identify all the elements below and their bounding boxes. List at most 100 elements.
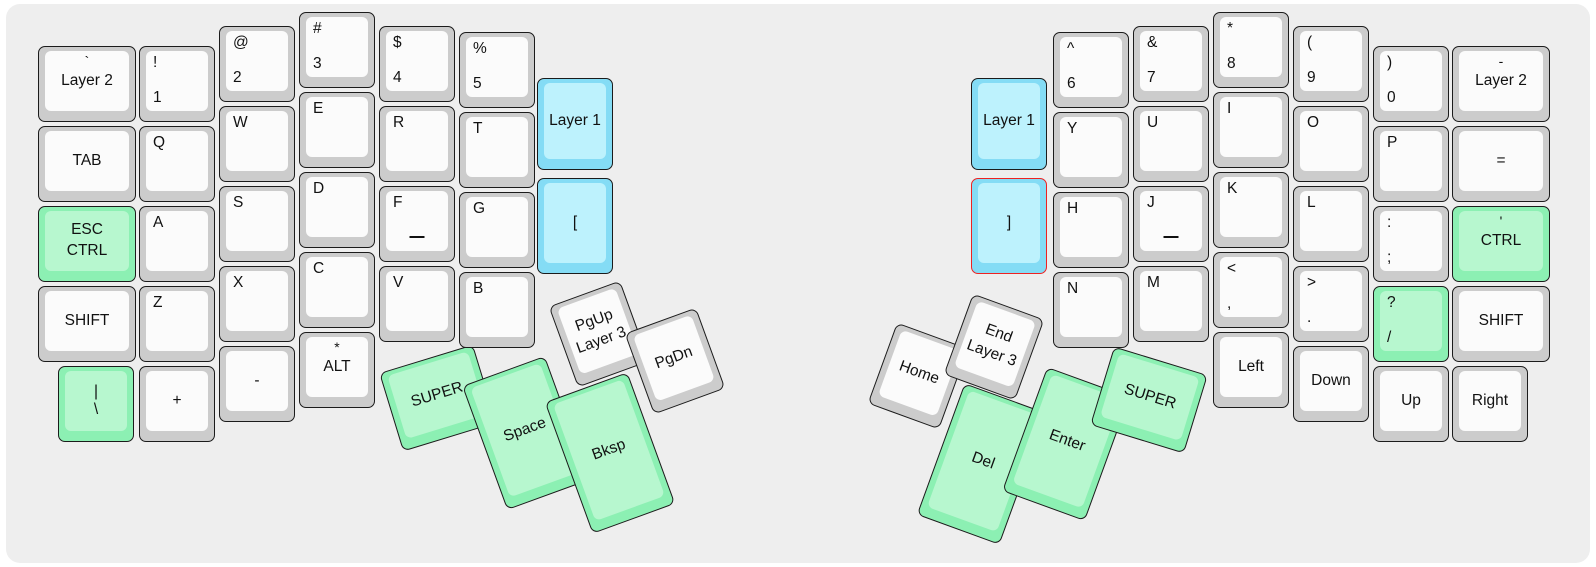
keycap-surface: !1 (146, 51, 208, 111)
key-l-2[interactable]: @2 (219, 26, 295, 102)
key-r-6[interactable]: ^6 (1053, 32, 1129, 108)
key-r-comma[interactable]: <, (1213, 252, 1289, 328)
key-r-minus-layer2[interactable]: -Layer 2 (1452, 46, 1550, 122)
key-r-u[interactable]: U (1133, 106, 1209, 182)
key-l-z[interactable]: Z (139, 286, 215, 362)
key-r-n[interactable]: N (1053, 272, 1129, 348)
keycap-surface: `Layer 2 (45, 51, 129, 111)
key-l-lbracket[interactable]: [ (537, 178, 613, 274)
key-l-1[interactable]: !1 (139, 46, 215, 122)
key-legend: 5 (473, 74, 482, 92)
key-l-t[interactable]: T (459, 112, 535, 188)
keycap-surface: M (1140, 271, 1202, 331)
homing-bar-icon (1163, 236, 1179, 238)
key-r-up[interactable]: Up (1373, 366, 1449, 442)
key-l-w[interactable]: W (219, 106, 295, 182)
keycap-surface: B (466, 277, 528, 337)
key-l-e[interactable]: E (299, 92, 375, 168)
key-legend: $ (393, 34, 402, 51)
key-r-dot[interactable]: >. (1293, 266, 1369, 342)
keycap-surface: Layer 1 (978, 83, 1040, 159)
key-r-y[interactable]: Y (1053, 112, 1129, 188)
key-r-o[interactable]: O (1293, 106, 1369, 182)
key-l-layer1[interactable]: Layer 1 (537, 78, 613, 170)
key-r-shift[interactable]: SHIFT (1452, 286, 1550, 362)
key-r-quote-ctrl[interactable]: 'CTRL (1452, 206, 1550, 282)
key-legend: C (313, 260, 325, 277)
key-l-d[interactable]: D (299, 172, 375, 248)
key-r-equals[interactable]: = (1452, 126, 1550, 202)
key-r-i[interactable]: I (1213, 92, 1289, 168)
key-legend: U (1147, 114, 1159, 131)
key-l-s[interactable]: S (219, 186, 295, 262)
keycap-surface: |\ (65, 371, 127, 431)
key-r-9[interactable]: (9 (1293, 26, 1369, 102)
key-r-semicolon[interactable]: :; (1373, 206, 1449, 282)
key-legend: Enter (1046, 426, 1088, 455)
key-r-slash[interactable]: ?/ (1373, 286, 1449, 362)
key-legend: V (393, 274, 404, 291)
key-r-right[interactable]: Right (1452, 366, 1528, 442)
keycap-surface: T (466, 117, 528, 177)
key-l-v[interactable]: V (379, 266, 455, 342)
keycap-surface: + (146, 371, 208, 431)
key-legend: SUPER (1122, 380, 1179, 413)
key-l-pgdn[interactable]: PgDn (624, 307, 726, 415)
key-legend: G (473, 200, 486, 217)
keycap-surface: J (1140, 191, 1202, 251)
key-l-4[interactable]: $4 (379, 26, 455, 102)
keycap-surface: H (1060, 197, 1122, 257)
key-legend: N (1067, 280, 1079, 297)
key-legend: Bksp (589, 435, 628, 464)
key-l-a[interactable]: A (139, 206, 215, 282)
key-l-alt[interactable]: *ALT (299, 332, 375, 408)
key-l-minus[interactable]: - (219, 346, 295, 422)
key-legend: 3 (313, 54, 322, 72)
key-l-x[interactable]: X (219, 266, 295, 342)
key-r-k[interactable]: K (1213, 172, 1289, 248)
key-l-b[interactable]: B (459, 272, 535, 348)
key-legend: : (1387, 214, 1392, 231)
key-legend: @ (233, 34, 249, 51)
keycap-surface: R (386, 111, 448, 171)
key-r-7[interactable]: &7 (1133, 26, 1209, 102)
keycap-surface: Z (146, 291, 208, 351)
key-l-pipe-bslash[interactable]: |\ (58, 366, 134, 442)
key-l-3[interactable]: #3 (299, 12, 375, 88)
key-l-c[interactable]: C (299, 252, 375, 328)
keycap-surface: Up (1380, 371, 1442, 431)
homing-bar-icon (409, 236, 425, 238)
key-r-layer1[interactable]: Layer 1 (971, 78, 1047, 170)
key-r-down[interactable]: Down (1293, 346, 1369, 422)
key-r-8[interactable]: *8 (1213, 12, 1289, 88)
key-r-l[interactable]: L (1293, 186, 1369, 262)
key-l-f[interactable]: F (379, 186, 455, 262)
key-l-tab[interactable]: TAB (38, 126, 136, 202)
key-l-plus[interactable]: + (139, 366, 215, 442)
key-legend: 8 (1227, 54, 1236, 72)
keycap-surface: ] (978, 183, 1040, 263)
keycap-surface: -Layer 2 (1459, 51, 1543, 111)
key-l-shift[interactable]: SHIFT (38, 286, 136, 362)
key-r-h[interactable]: H (1053, 192, 1129, 268)
key-l-r[interactable]: R (379, 106, 455, 182)
key-l-grave-layer2[interactable]: `Layer 2 (38, 46, 136, 122)
key-l-g[interactable]: G (459, 192, 535, 268)
key-legend: Up (1401, 391, 1421, 409)
key-legend: / (1387, 328, 1392, 346)
key-legend: ! (153, 54, 158, 71)
key-r-0[interactable]: )0 (1373, 46, 1449, 122)
key-l-q[interactable]: Q (139, 126, 215, 202)
key-legend: & (1147, 34, 1158, 51)
key-l-5[interactable]: %5 (459, 32, 535, 108)
key-r-m[interactable]: M (1133, 266, 1209, 342)
key-r-p[interactable]: P (1373, 126, 1449, 202)
key-r-rbracket[interactable]: ] (971, 178, 1047, 274)
key-r-left[interactable]: Left (1213, 332, 1289, 408)
key-legend: 1 (153, 88, 162, 106)
key-r-j[interactable]: J (1133, 186, 1209, 262)
